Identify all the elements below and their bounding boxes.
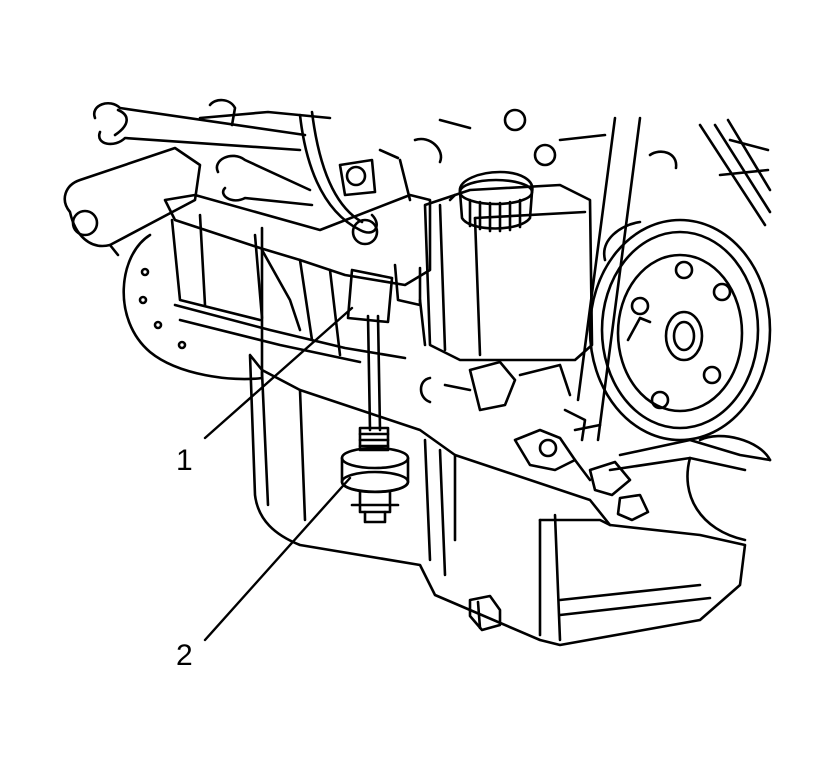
oil-pan bbox=[248, 353, 772, 647]
leader-1 bbox=[203, 306, 354, 440]
upper-lines bbox=[92, 98, 400, 246]
reservoir bbox=[419, 170, 594, 412]
leader-2 bbox=[203, 476, 352, 642]
callout-label-2: 2 bbox=[176, 639, 193, 672]
engine-block bbox=[163, 118, 472, 364]
rear-disc bbox=[122, 226, 264, 381]
mounting-bracket bbox=[63, 146, 202, 257]
oil-level-sensor bbox=[340, 268, 410, 524]
callout-label-1: 1 bbox=[176, 444, 193, 477]
pulley bbox=[503, 108, 772, 442]
callout-leaders bbox=[203, 306, 354, 642]
